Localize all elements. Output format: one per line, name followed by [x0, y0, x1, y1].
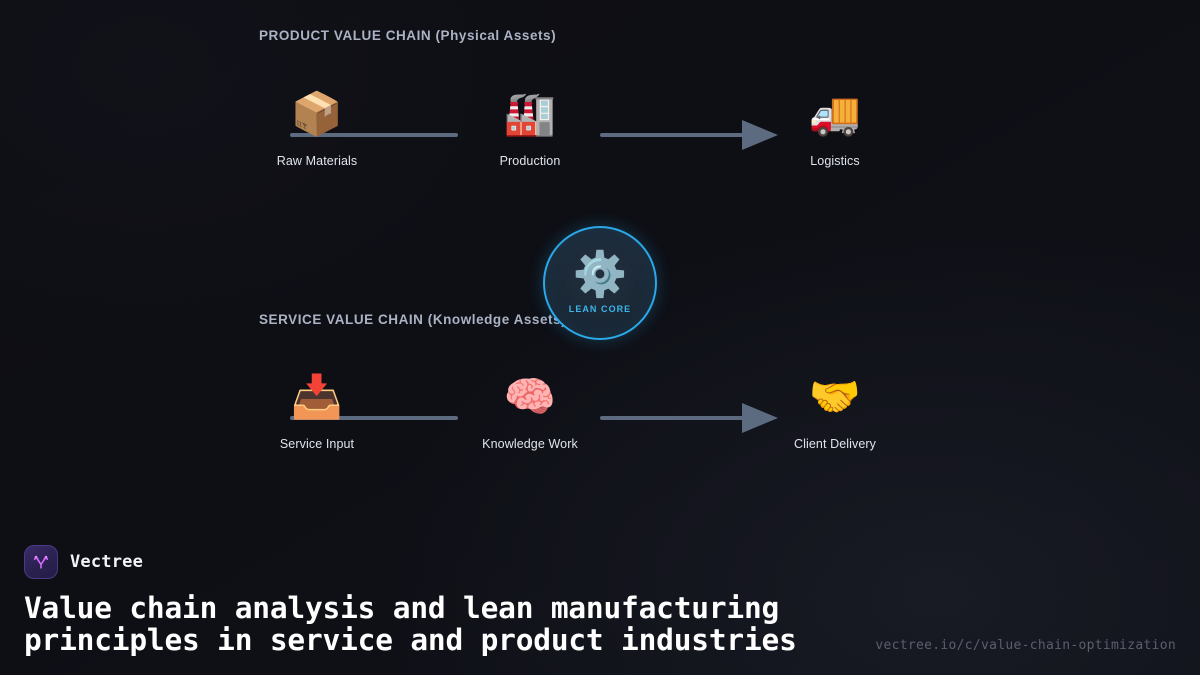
product-node-label: Logistics [810, 154, 860, 168]
service-chain-title: SERVICE VALUE CHAIN (Knowledge Assets) [259, 312, 567, 327]
product-node-label: Production [499, 154, 561, 168]
service-node-knowledge-work[interactable]: 🧠 Knowledge Work [455, 371, 605, 451]
arrow-head-service [742, 403, 778, 433]
vectree-logo-icon [24, 545, 58, 580]
brand: Vectree [24, 545, 1176, 580]
product-chain-row: 📦 Raw Materials 🏭 Production 🚚 Logistics [0, 88, 1200, 188]
lean-core-badge[interactable]: ⚙️ LEAN CORE [543, 226, 657, 340]
service-chain-row: 📥 Service Input 🧠 Knowledge Work 🤝 Clien… [0, 371, 1200, 471]
delivery-truck-icon: 🚚 [808, 89, 862, 138]
service-node-label: Service Input [279, 437, 355, 451]
footer: Vectree Value chain analysis and lean ma… [0, 545, 1200, 675]
service-node-label: Knowledge Work [482, 437, 578, 451]
gear-icon: ⚙️ [572, 249, 628, 300]
arrow-head-product [742, 120, 778, 150]
inbox-tray-icon: 📥 [290, 372, 344, 421]
brand-name: Vectree [70, 552, 144, 573]
footer-url: vectree.io/c/value-chain-optimization [875, 638, 1176, 653]
package-icon: 📦 [290, 89, 344, 138]
product-node-label: Raw Materials [276, 154, 358, 168]
service-node-label: Client Delivery [793, 437, 877, 451]
lean-core-label: LEAN CORE [568, 304, 632, 314]
connector-line-product-2 [600, 133, 750, 137]
factory-icon: 🏭 [503, 89, 557, 138]
product-node-raw-materials[interactable]: 📦 Raw Materials [242, 88, 392, 168]
handshake-icon: 🤝 [808, 372, 862, 421]
connector-line-service-2 [600, 416, 750, 420]
brain-icon: 🧠 [503, 372, 557, 421]
connector-line-product-1 [290, 133, 458, 137]
product-node-logistics[interactable]: 🚚 Logistics [760, 88, 910, 168]
headline: Value chain analysis and lean manufactur… [24, 591, 797, 658]
product-chain-title: PRODUCT VALUE CHAIN (Physical Assets) [259, 28, 557, 43]
service-node-service-input[interactable]: 📥 Service Input [242, 371, 392, 451]
service-node-client-delivery[interactable]: 🤝 Client Delivery [760, 371, 910, 451]
product-node-production[interactable]: 🏭 Production [455, 88, 605, 168]
connector-line-service-1 [290, 416, 458, 420]
